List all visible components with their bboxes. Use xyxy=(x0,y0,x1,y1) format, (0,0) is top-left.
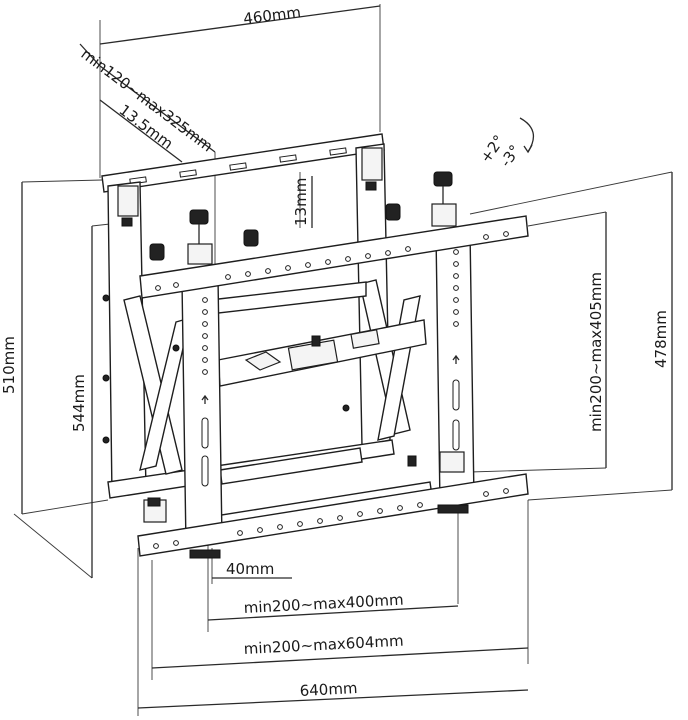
label-inner-height: 544mm xyxy=(70,374,88,432)
label-rail-gap: 40mm xyxy=(226,560,274,578)
dimension-lines xyxy=(13,4,673,716)
label-left-height: 510mm xyxy=(0,336,18,394)
label-bottom-width: 640mm xyxy=(299,679,358,700)
label-vesa-depth: min120~max325mm xyxy=(78,45,217,156)
label-top-width: 460mm xyxy=(242,3,302,28)
right-rail-holes xyxy=(452,249,460,451)
label-adjust-height: 13mm xyxy=(292,178,310,226)
label-vesa-horizontal-max: min200~max604mm xyxy=(243,632,404,658)
label-vesa-vertical: min200~max405mm xyxy=(587,272,605,432)
top-horizontal-bar xyxy=(139,215,529,299)
bottom-horizontal-bar xyxy=(137,473,529,559)
top-bar-holes xyxy=(155,231,509,291)
front-rail-left xyxy=(181,277,223,547)
left-rail-holes xyxy=(201,297,209,487)
bottom-bar-holes xyxy=(153,488,509,549)
knob-icon xyxy=(102,171,465,523)
label-right-height: 478mm xyxy=(652,310,670,368)
